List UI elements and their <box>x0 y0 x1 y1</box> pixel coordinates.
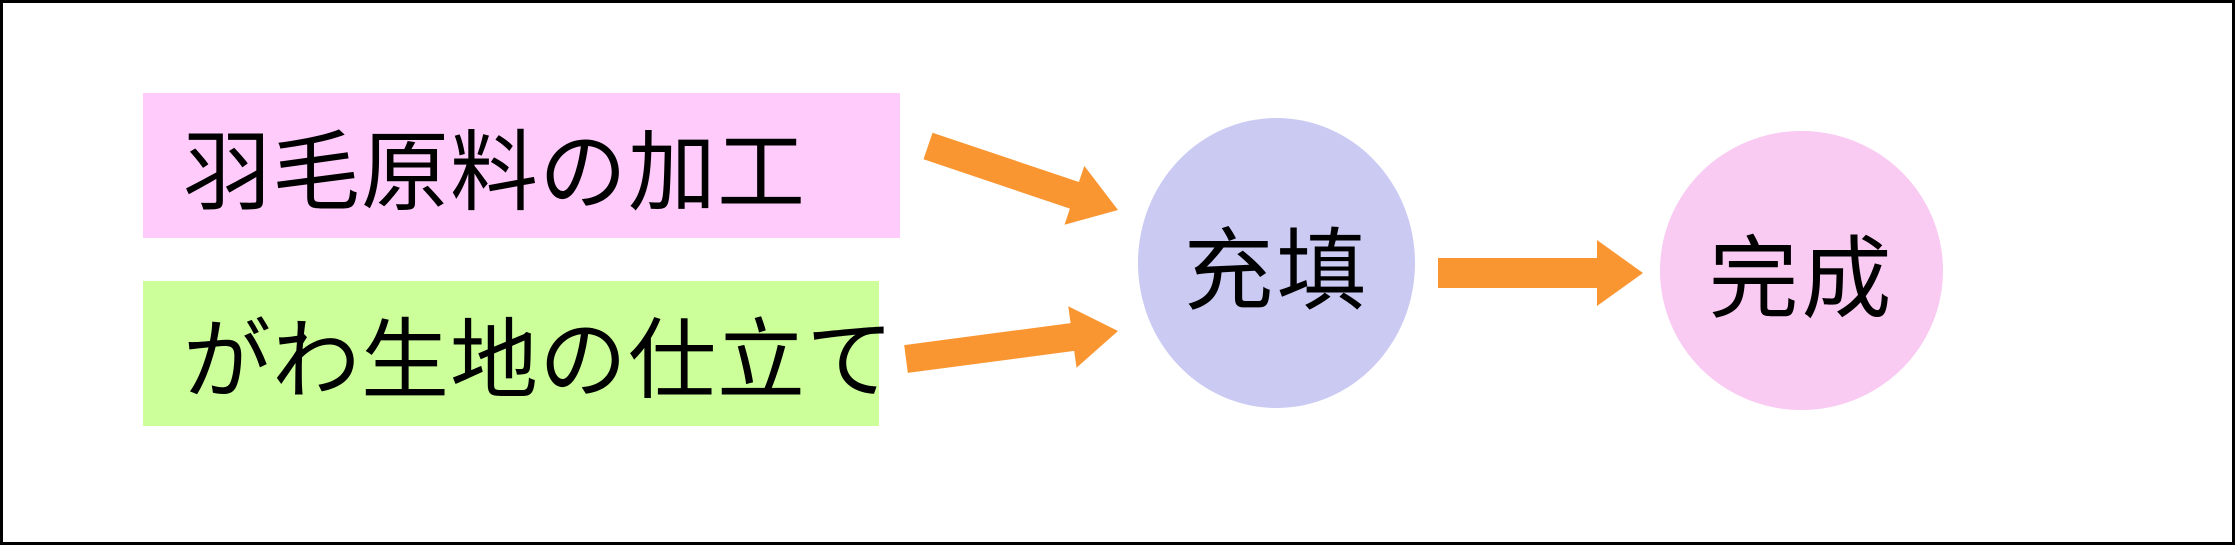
arrow-box2-to-filling-icon <box>904 306 1118 373</box>
arrow-box1-to-filling-icon <box>923 132 1118 225</box>
arrow-filling-to-completion-icon <box>1438 240 1643 306</box>
process-box-shell-fabric-tailoring: がわ生地の仕立て <box>143 281 894 426</box>
process-box-down-material-processing-label: 羽毛原料の加工 <box>183 123 807 222</box>
process-circle-completion: 完成 <box>1660 131 1943 410</box>
process-box-down-material-processing: 羽毛原料の加工 <box>143 93 900 238</box>
process-box-shell-fabric-tailoring-label: がわ生地の仕立て <box>183 311 896 410</box>
process-circle-completion-label: 完成 <box>1708 229 1895 330</box>
process-circle-filling: 充填 <box>1138 118 1415 408</box>
process-circle-filling-label: 充填 <box>1183 222 1370 322</box>
